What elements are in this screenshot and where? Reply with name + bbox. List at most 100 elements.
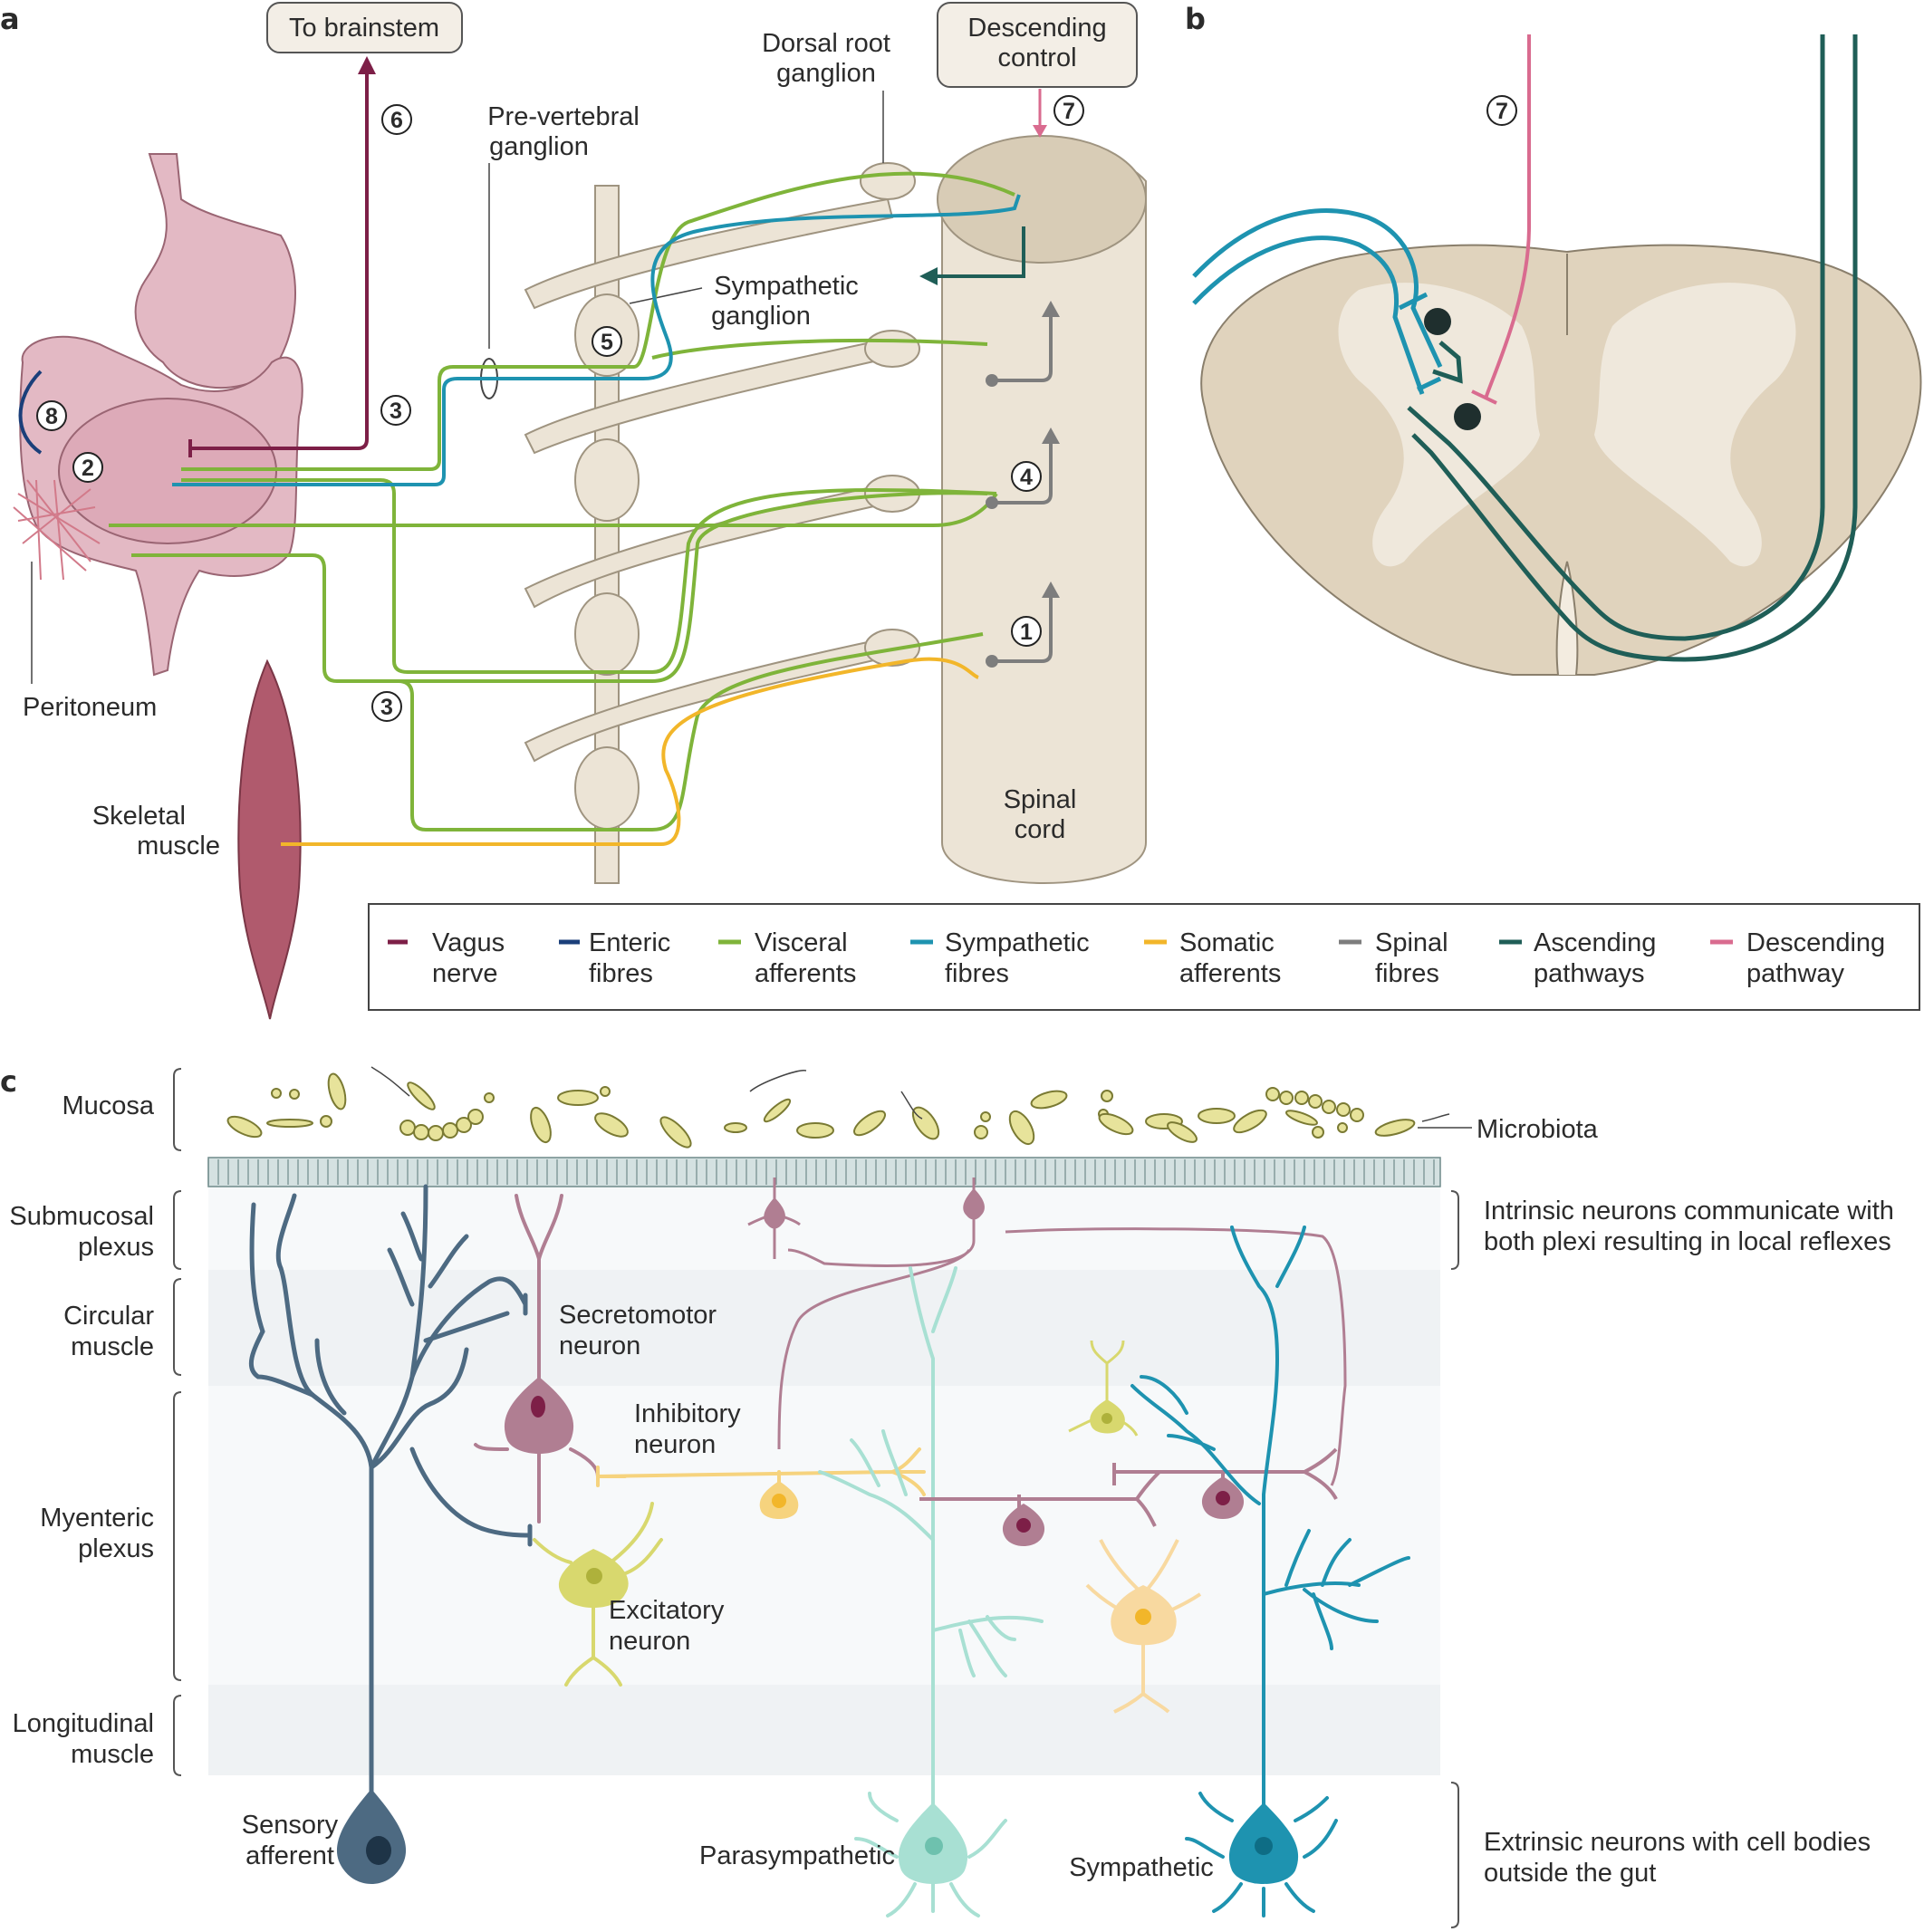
dorsal-root-ganglion-label-2: ganglion bbox=[776, 59, 876, 88]
dorsal-root-ganglion-label-1: Dorsal root bbox=[762, 29, 890, 58]
longitudinal-label-1: Longitudinal bbox=[13, 1709, 154, 1738]
epithelium bbox=[207, 1157, 1441, 1187]
microbiota bbox=[226, 1072, 1416, 1149]
circular-label-1: Circular bbox=[63, 1302, 154, 1331]
sensory-label-2: afferent bbox=[245, 1841, 334, 1870]
peritoneum-label: Peritoneum bbox=[23, 693, 157, 722]
secretomotor-label-2: neuron bbox=[559, 1331, 640, 1360]
marker-4: 4 bbox=[1011, 461, 1042, 492]
svg-text:nerve: nerve bbox=[432, 959, 498, 988]
ascending-output bbox=[933, 226, 1025, 278]
svg-text:Sympathetic: Sympathetic bbox=[945, 928, 1090, 957]
inhibitory-label-1: Inhibitory bbox=[634, 1399, 741, 1428]
sympathetic-label: Sympathetic bbox=[1069, 1853, 1214, 1882]
parasympathetic-label: Parasympathetic bbox=[699, 1841, 895, 1870]
gut-illustration bbox=[19, 153, 303, 677]
spinal-cord-label-1: Spinal bbox=[1004, 785, 1077, 814]
svg-text:afferents: afferents bbox=[755, 959, 856, 988]
microbiota-label: Microbiota bbox=[1477, 1115, 1599, 1144]
svg-text:3: 3 bbox=[390, 399, 402, 424]
parasympathetic-neuron bbox=[818, 1266, 1044, 1918]
panel-c-label: c bbox=[0, 1064, 17, 1099]
marker-5: 5 bbox=[592, 326, 622, 357]
sympathetic-ganglion-label-2: ganglion bbox=[711, 302, 811, 331]
svg-text:Descending: Descending bbox=[1746, 928, 1885, 957]
sympathetic-neuron bbox=[1130, 1226, 1410, 1918]
layer-braces bbox=[173, 1068, 1459, 1928]
svg-text:pathway: pathway bbox=[1746, 959, 1845, 988]
submucosal-label-1: Submucosal bbox=[9, 1202, 154, 1231]
svg-text:fibres: fibres bbox=[945, 959, 1009, 988]
somatic-afferent bbox=[281, 657, 979, 846]
visceral-afferents bbox=[109, 171, 1015, 831]
longitudinal-label-2: muscle bbox=[71, 1740, 154, 1769]
prevertebral-ganglion-label-1: Pre-vertebral bbox=[487, 102, 640, 131]
svg-text:fibres: fibres bbox=[589, 959, 653, 988]
svg-text:2: 2 bbox=[82, 456, 94, 481]
myenteric-label-1: Myenteric bbox=[40, 1504, 154, 1533]
sensory-afferent-neuron bbox=[248, 1184, 533, 1805]
svg-text:8: 8 bbox=[45, 404, 58, 429]
intrinsic-note-2: both plexi resulting in local reflexes bbox=[1484, 1227, 1891, 1256]
svg-text:Ascending: Ascending bbox=[1534, 928, 1656, 957]
extrinsic-note-1: Extrinsic neurons with cell bodies bbox=[1484, 1828, 1871, 1857]
myenteric-mauve-neurons bbox=[919, 1447, 1338, 1527]
marker-8: 8 bbox=[36, 400, 67, 431]
myenteric-label-2: plexus bbox=[78, 1534, 154, 1563]
svg-text:Somatic: Somatic bbox=[1179, 928, 1275, 957]
marker-3b: 3 bbox=[371, 691, 402, 722]
excitatory-label-1: Excitatory bbox=[609, 1596, 725, 1625]
marker-6: 6 bbox=[381, 104, 412, 135]
svg-text:Spinal: Spinal bbox=[1375, 928, 1448, 957]
excitatory-label-2: neuron bbox=[609, 1627, 690, 1656]
sympathetic-chain bbox=[524, 185, 912, 884]
sympathetic-fibres bbox=[172, 194, 1021, 486]
intrinsic-note-1: Intrinsic neurons communicate with bbox=[1484, 1197, 1894, 1226]
mucosa-label: Mucosa bbox=[62, 1091, 154, 1120]
spinal-fibres bbox=[992, 312, 1053, 663]
panel-b: b 7 bbox=[1185, 2, 1922, 676]
spinal-cord bbox=[937, 135, 1147, 884]
stomach bbox=[134, 153, 296, 389]
marker-3a: 3 bbox=[380, 395, 411, 426]
svg-text:Vagus: Vagus bbox=[432, 928, 505, 957]
excitatory-neuron bbox=[533, 1502, 663, 1687]
descending-pathway-b bbox=[1484, 34, 1531, 399]
skeletal-muscle-label-1: Skeletal bbox=[92, 802, 186, 831]
panel-a: a Peritoneum Skeletal muscle bbox=[0, 2, 1147, 1020]
spinal-cord-label-2: cord bbox=[1015, 815, 1065, 844]
marker-7-b: 7 bbox=[1486, 95, 1517, 126]
skeletal-muscle-label-2: muscle bbox=[137, 831, 220, 860]
svg-text:4: 4 bbox=[1020, 465, 1033, 490]
svg-text:Visceral: Visceral bbox=[755, 928, 848, 957]
inhibitory-label-2: neuron bbox=[634, 1430, 716, 1459]
marker-7: 7 bbox=[1053, 95, 1084, 126]
skeletal-muscle bbox=[237, 658, 302, 1020]
svg-text:Enteric: Enteric bbox=[589, 928, 670, 957]
svg-text:afferents: afferents bbox=[1179, 959, 1281, 988]
descending-control-label-2: control bbox=[997, 43, 1076, 72]
marker-2: 2 bbox=[72, 452, 103, 483]
vagus-nerve bbox=[190, 68, 369, 450]
secretomotor-label-1: Secretomotor bbox=[559, 1301, 717, 1330]
ascending-pathways-b bbox=[1407, 34, 1858, 662]
panel-c: c bbox=[0, 1064, 1894, 1928]
marker-1: 1 bbox=[1011, 616, 1042, 647]
panel-a-label: a bbox=[0, 2, 20, 36]
svg-text:3: 3 bbox=[380, 695, 393, 720]
sympathetic-b bbox=[1192, 208, 1443, 395]
circular-label-2: muscle bbox=[71, 1332, 154, 1361]
svg-text:pathways: pathways bbox=[1534, 959, 1645, 988]
peritoneum-tissue bbox=[13, 479, 101, 581]
sympathetic-ganglion-label-1: Sympathetic bbox=[714, 272, 859, 301]
svg-text:6: 6 bbox=[390, 108, 403, 133]
